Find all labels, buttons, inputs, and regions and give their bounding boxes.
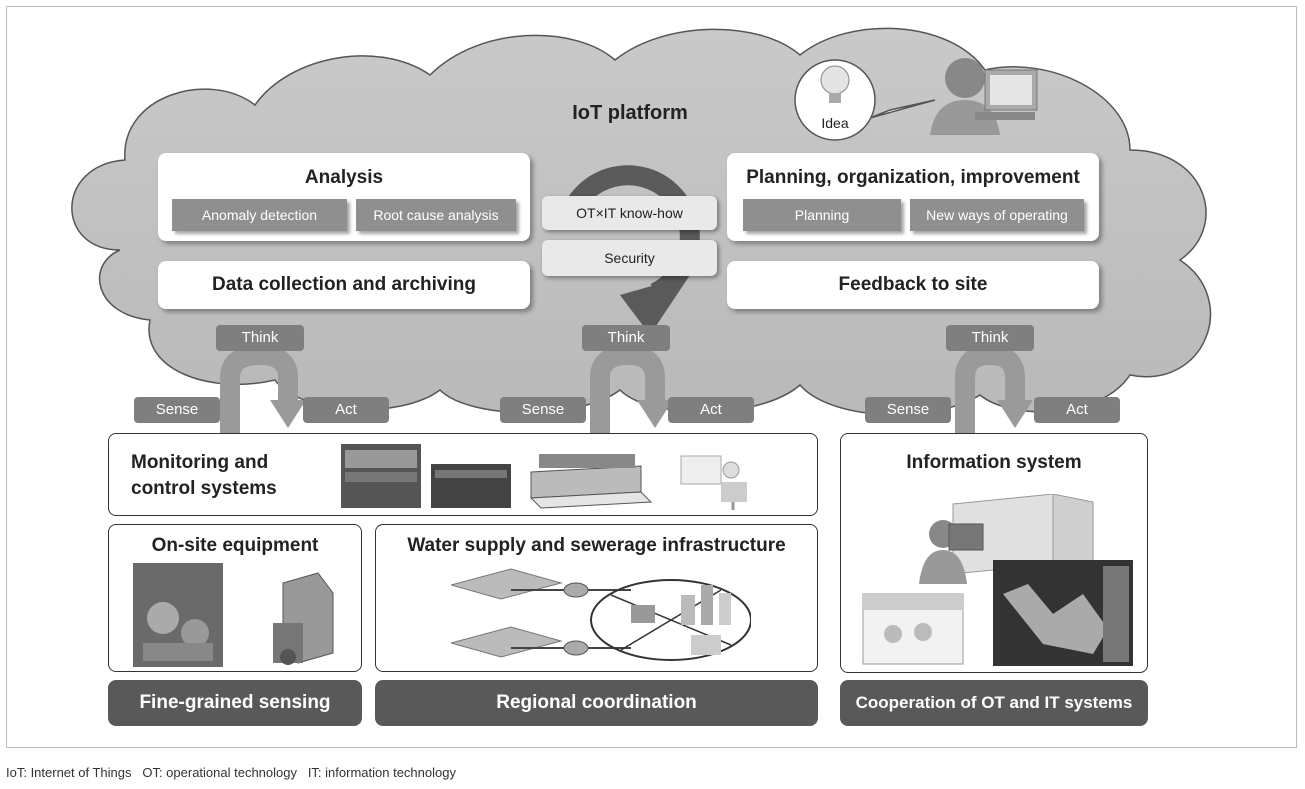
information-system-illustration [862,494,1133,666]
data-collection-box: Data collection and archiving [158,261,530,309]
think-tag-3: Think [946,325,1034,351]
think-tag-1: Think [216,325,304,351]
otit-knowhow-chip: OT×IT know-how [542,196,717,230]
new-ways-chip: New ways of operating [910,199,1084,231]
planning-chip: Planning [743,199,901,231]
monitoring-title: Monitoring and control systems [131,452,277,499]
act-tag-3: Act [1034,397,1120,423]
water-network-illustration [451,568,751,661]
fine-grained-sensing-band: Fine-grained sensing [108,680,362,726]
water-supply-title: Water supply and sewerage infrastructure [407,535,786,556]
figure-frame [6,6,1297,748]
sense-tag-1: Sense [134,397,220,423]
analysis-box: Analysis Anomaly detection Root cause an… [158,153,530,241]
think-tag-2: Think [582,325,670,351]
onsite-equipment-panel: On-site equipment [108,524,362,672]
footnote: IoT: Internet of Things OT: operational … [6,765,456,780]
planning-box: Planning, organization, improvement Plan… [727,153,1099,241]
root-cause-chip: Root cause analysis [356,199,516,231]
sense-tag-2: Sense [500,397,586,423]
u-arrow-1 [220,344,306,435]
sense-tag-3: Sense [865,397,951,423]
cycle-arrowhead [620,275,690,335]
platform-title: IoT platform [572,102,688,124]
act-tag-2: Act [668,397,754,423]
information-system-panel: Information system [840,433,1148,673]
u-arrow-3 [955,344,1033,435]
security-chip: Security [542,240,717,276]
act-tag-1: Act [303,397,389,423]
onsite-equipment-title: On-site equipment [151,535,319,556]
ot-it-cooperation-band: Cooperation of OT and IT systems [840,680,1148,726]
idea-label: Idea [821,115,848,131]
feedback-box: Feedback to site [727,261,1099,309]
onsite-equipment-illustration [133,563,334,667]
user-at-computer-icon [930,58,1038,135]
monitoring-panel: Monitoring and control systems [108,433,818,516]
feedback-title: Feedback to site [838,274,988,295]
information-system-title: Information system [906,452,1082,473]
monitoring-equipment-illustration [341,444,747,510]
water-supply-panel: Water supply and sewerage infrastructure [375,524,818,672]
u-arrow-2 [590,344,673,435]
planning-title: Planning, organization, improvement [746,167,1080,188]
analysis-title: Analysis [304,167,384,188]
idea-bubble [794,59,936,141]
anomaly-detection-chip: Anomaly detection [172,199,347,231]
regional-coordination-band: Regional coordination [375,680,818,726]
data-collection-title: Data collection and archiving [212,274,476,295]
